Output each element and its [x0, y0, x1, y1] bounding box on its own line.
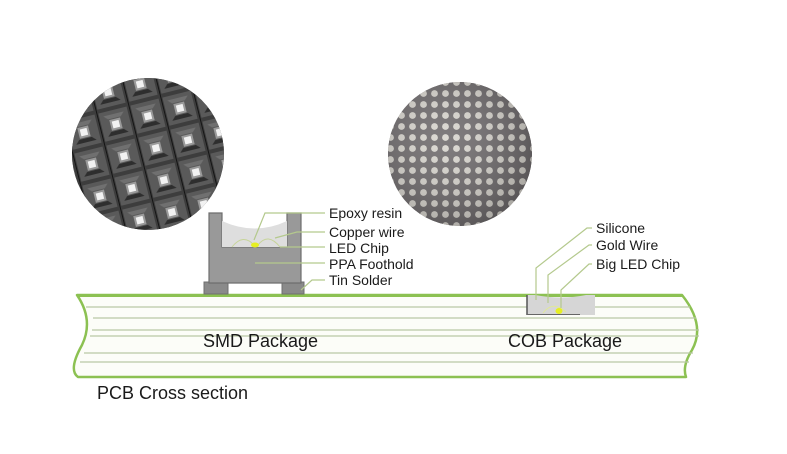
label-big-led-chip: Big LED Chip: [596, 256, 681, 272]
pcb-board: [72, 293, 699, 379]
cob-module-photo: [388, 82, 532, 226]
label-tin-solder: Tin Solder: [329, 272, 393, 288]
smd-leader-lines: [253, 212, 325, 291]
smd-package-title: SMD Package: [203, 331, 319, 351]
label-copper-wire: Copper wire: [329, 224, 405, 240]
led-chip: [251, 242, 259, 248]
label-gold-wire: Gold Wire: [596, 237, 659, 253]
tin-solder-right: [281, 281, 305, 295]
cob-leader-lines: [535, 227, 592, 308]
epoxy-resin: [222, 221, 287, 247]
label-silicone: Silicone: [596, 220, 646, 236]
smd-module-photo: [72, 78, 224, 230]
tin-solder-left: [203, 281, 229, 295]
label-ppa-foothold: PPA Foothold: [329, 256, 414, 272]
gold-wire: [542, 305, 567, 314]
label-epoxy-resin: Epoxy resin: [329, 205, 403, 221]
smd-package-drawing: [203, 212, 305, 295]
diagram-title: PCB Cross section: [97, 383, 249, 403]
copper-wire-right: [257, 238, 281, 248]
label-led-chip: LED Chip: [329, 240, 389, 256]
cob-package-title: COB Package: [508, 331, 623, 351]
big-led-chip: [555, 308, 563, 314]
